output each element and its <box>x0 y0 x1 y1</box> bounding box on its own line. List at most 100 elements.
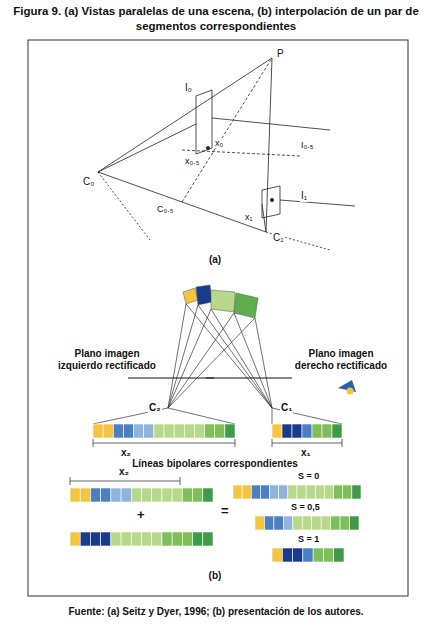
bar-cell <box>313 548 323 562</box>
bar-cell <box>315 485 324 499</box>
bar-cell <box>70 532 80 546</box>
bar-cell <box>332 424 342 438</box>
light-icon <box>338 380 356 395</box>
bar-cell <box>302 424 312 438</box>
bar-cell <box>162 532 172 546</box>
bar-cell <box>131 532 141 546</box>
bar-cell <box>193 488 203 502</box>
frame <box>28 40 408 596</box>
figure-label: x₂ <box>120 447 132 459</box>
bar-cell <box>331 516 340 530</box>
image-planes <box>128 378 292 379</box>
bar-cell <box>80 488 90 502</box>
figure-label: C₀.₅ <box>156 204 174 214</box>
bar-cell <box>324 485 333 499</box>
bar-cell <box>293 516 302 530</box>
figure-title: Figura 9. (a) Vistas paralelas de una es… <box>10 4 422 34</box>
bar-cell <box>270 485 279 499</box>
figure-label: C₂ <box>148 402 162 414</box>
bar-cell <box>182 532 192 546</box>
bar-cell <box>152 532 162 546</box>
figure-label: Plano imagen izquierdo rectificado <box>55 348 159 371</box>
bar-cell <box>306 485 315 499</box>
bar-cell <box>203 532 213 546</box>
bar-cell <box>322 424 332 438</box>
figure-label: C₀ <box>82 176 95 188</box>
bar-cell <box>334 485 343 499</box>
bar-cell <box>272 424 282 438</box>
figure-label: x₂ <box>118 466 130 478</box>
bar-cell <box>321 516 330 530</box>
figure-label: I₀.₅ <box>300 140 314 150</box>
bar-cell <box>113 424 123 438</box>
bar-cell <box>121 488 131 502</box>
figure-label: Líneas bipolares correspondientes <box>131 458 299 470</box>
bar-cell <box>288 485 297 499</box>
bar-cell <box>203 488 213 502</box>
bar-cell <box>264 516 273 530</box>
figure-label: (b) <box>208 570 223 582</box>
bar-cell <box>302 516 311 530</box>
bar-cell <box>340 516 349 530</box>
parallel-views-sketch <box>98 58 355 250</box>
bar-cell <box>225 424 235 438</box>
figure-label: S = 0,5 <box>290 502 321 512</box>
bar-cell <box>70 488 80 502</box>
bar-cell <box>297 485 306 499</box>
bar-cell <box>283 516 292 530</box>
figure-label: I₀ <box>184 82 193 94</box>
bar-cell <box>303 548 313 562</box>
figure-label: x₀ <box>214 138 224 148</box>
bar-cell <box>282 424 292 438</box>
bar-cell <box>134 424 144 438</box>
bar-cell <box>144 424 154 438</box>
source-caption: Fuente: (a) Seitz y Dyer, 1996; (b) pres… <box>10 606 422 618</box>
bar-cell <box>215 424 225 438</box>
bar-cell <box>182 488 192 502</box>
bar-cell <box>162 488 172 502</box>
bar-cell <box>184 424 194 438</box>
bar-cell <box>111 488 121 502</box>
figure-label: C₁ <box>272 232 285 244</box>
bar-cell <box>123 424 133 438</box>
figure-label: + <box>136 508 146 523</box>
figure-label: P <box>276 48 285 60</box>
bar-cell <box>282 548 292 562</box>
figure-label: S = 1 <box>297 534 320 544</box>
figure-label: = <box>220 504 230 519</box>
bar-cell <box>343 485 352 499</box>
figure-label: x₀.₅ <box>184 156 200 166</box>
bar-cell <box>103 424 113 438</box>
bar-cell <box>80 532 90 546</box>
bar-cell <box>154 424 164 438</box>
figure-label: (a) <box>208 254 222 266</box>
bar-cell <box>194 424 204 438</box>
bar-cell <box>142 532 152 546</box>
bar-cell <box>279 485 288 499</box>
bar-cell <box>164 424 174 438</box>
bar-cell <box>111 532 121 546</box>
bar-cell <box>352 485 361 499</box>
bar-cell <box>274 516 283 530</box>
bar-cell <box>172 488 182 502</box>
bar-cell <box>193 532 203 546</box>
bar-cell <box>90 532 100 546</box>
bar-cell <box>255 516 264 530</box>
bar-cell <box>293 548 303 562</box>
bar-cell <box>292 424 302 438</box>
bar-cell <box>174 424 184 438</box>
dimension-lines <box>70 439 342 485</box>
bar-cell <box>242 485 251 499</box>
bar-cell <box>350 516 359 530</box>
figure-label: x₁ <box>300 447 312 459</box>
bar-cell <box>121 532 131 546</box>
bar-cell <box>93 424 103 438</box>
figure-label: I₁ <box>300 190 308 202</box>
bar-cell <box>272 548 282 562</box>
figure-label: C₁ <box>280 402 293 414</box>
bar-cell <box>90 488 100 502</box>
bar-cell <box>142 488 152 502</box>
bar-cell <box>152 488 162 502</box>
bar-cell <box>172 532 182 546</box>
